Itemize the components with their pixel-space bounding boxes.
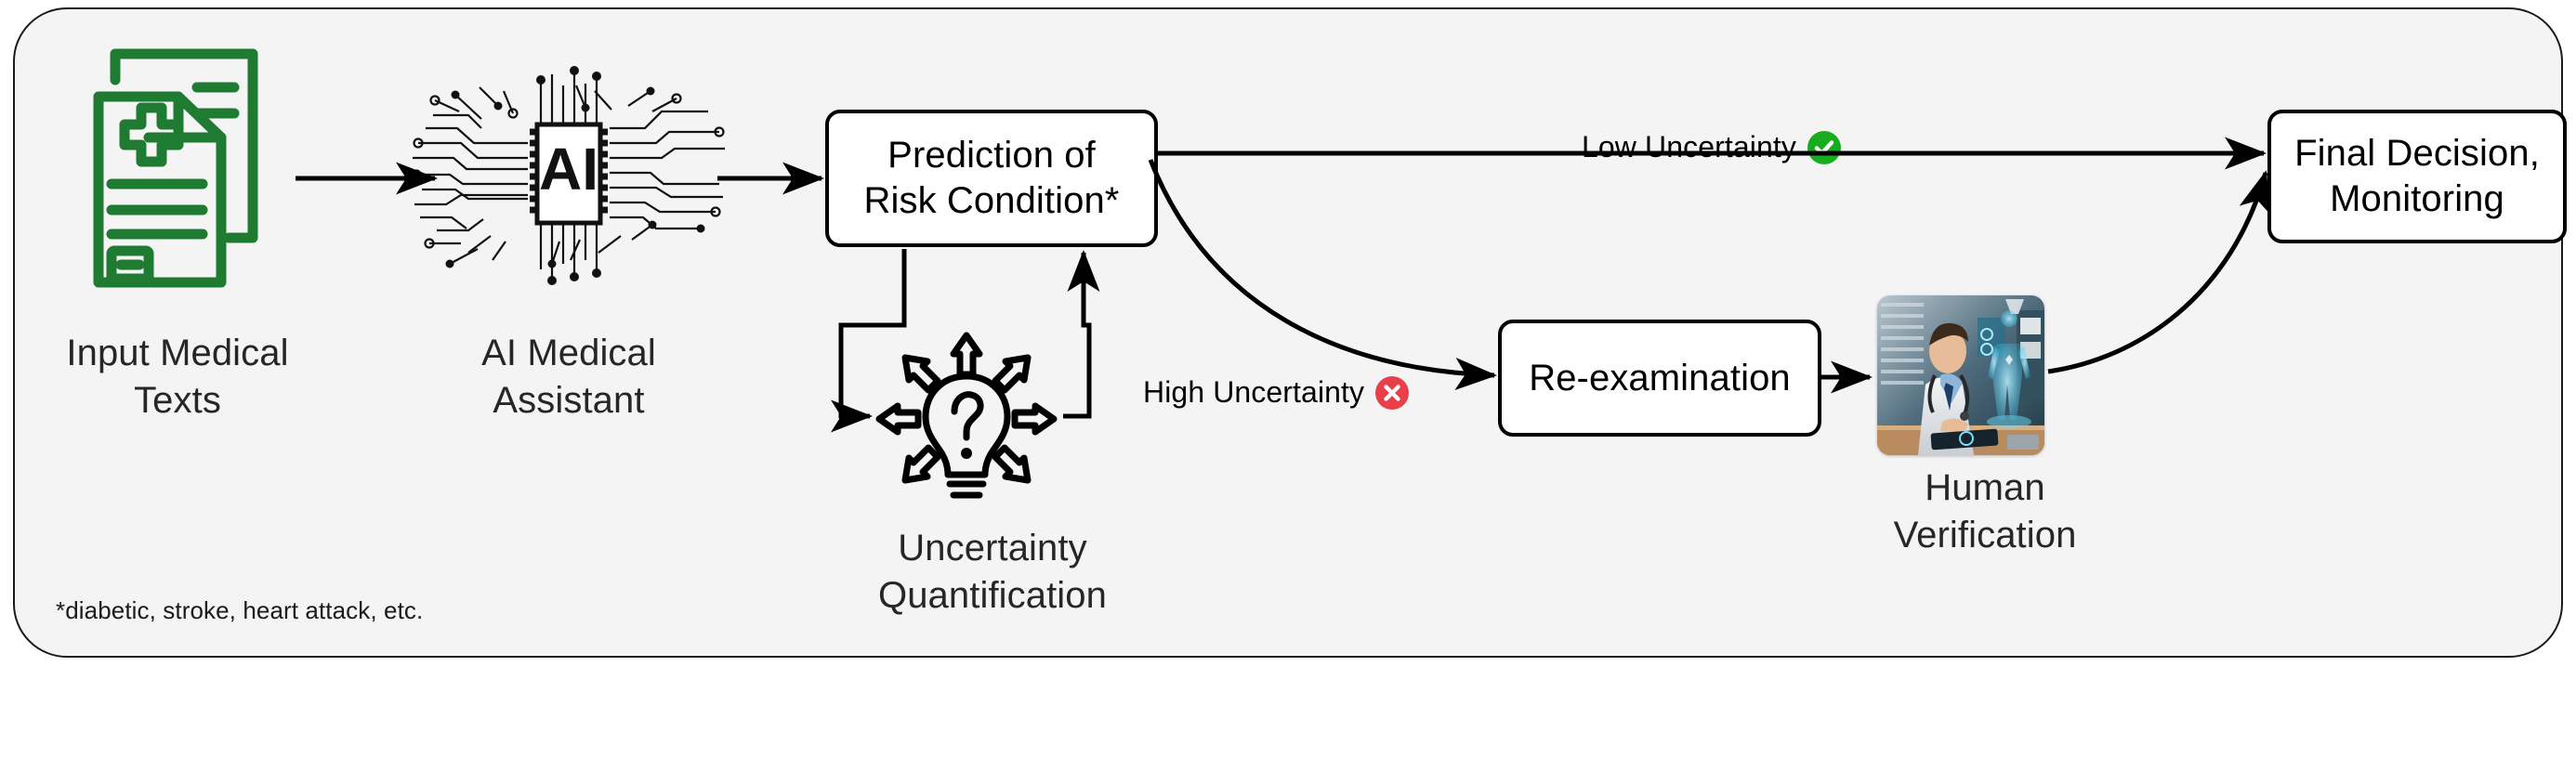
caption-ai-medical-assistant: AI Medical Assistant (481, 333, 656, 422)
node-prediction-of-risk-condition[interactable]: Prediction of Risk Condition* (825, 110, 1158, 247)
caption-human-verification: Human Verification (1893, 467, 2077, 556)
node-final-decision-monitoring[interactable]: Final Decision, Monitoring (2267, 110, 2567, 243)
caption-input-medical-texts: Input Medical Texts (66, 333, 289, 422)
node-final-decision-label: Final Decision, Monitoring (2294, 133, 2540, 219)
question-lightbulb-icon (874, 330, 1059, 511)
ai-chip-icon: AI (411, 54, 725, 295)
ai-chip-label: AI (539, 136, 598, 203)
edge-label-low-uncertainty: Low Uncertainty (1582, 130, 1841, 164)
edge-label-high-uncertainty-text: High Uncertainty (1143, 375, 1365, 409)
edge-label-high-uncertainty: High Uncertainty (1143, 375, 1410, 410)
node-prediction-label: Prediction of Risk Condition* (863, 135, 1120, 221)
node-re-examination[interactable]: Re-examination (1498, 320, 1821, 437)
check-circle-icon (1807, 130, 1841, 164)
doctor-holographic-scan-photo (1877, 295, 2044, 455)
x-circle-icon (1375, 375, 1410, 410)
caption-uncertainty-quantification: Uncertainty Quantification (878, 528, 1107, 617)
node-re-examination-label: Re-examination (1529, 357, 1791, 399)
footnote-text: *diabetic, stroke, heart attack, etc. (56, 596, 424, 624)
medical-document-icon (56, 35, 335, 314)
edge-label-low-uncertainty-text: Low Uncertainty (1582, 130, 1796, 163)
